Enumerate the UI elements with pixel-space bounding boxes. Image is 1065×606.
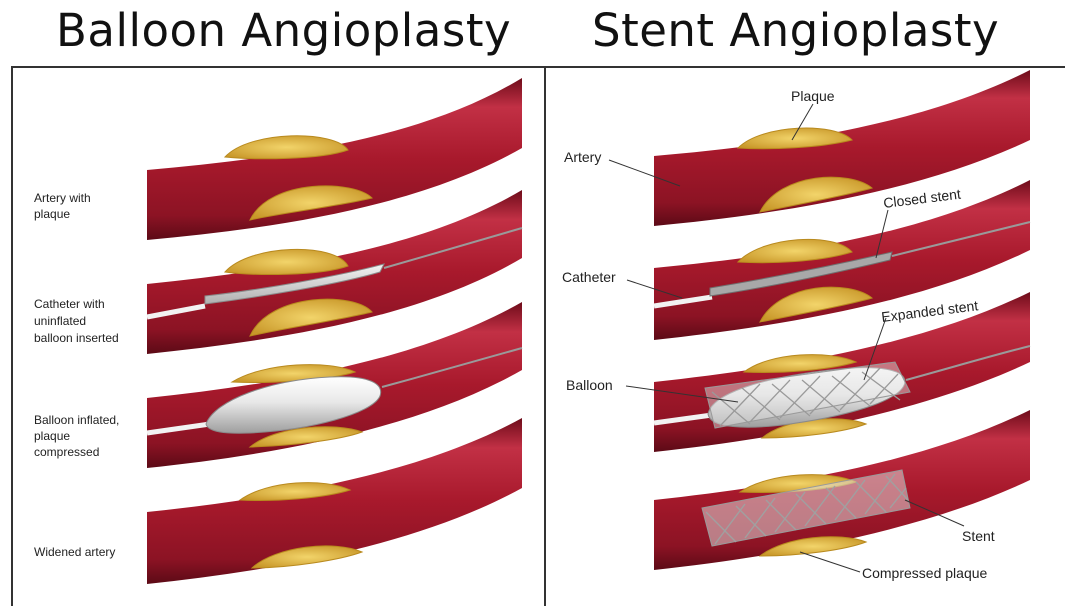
step-catheter-inserted-label: Catheter with uninflated balloon inserte… (34, 297, 119, 345)
compressed-plaque-label: Compressed plaque (862, 565, 988, 581)
artery-label: Artery (564, 149, 601, 165)
step-line: Widened artery (34, 545, 115, 559)
balloon-label: Balloon (566, 377, 613, 393)
step-line: balloon inserted (34, 331, 119, 345)
catheter-label: Catheter (562, 269, 616, 285)
artery-with-plaque-left (147, 78, 522, 240)
step-balloon-inflated-label: Balloon inflated, plaque compressed (34, 413, 123, 459)
step-widened-artery-label: Widened artery (34, 545, 115, 559)
step-line: Artery with (34, 191, 91, 205)
step-line: Catheter with (34, 297, 105, 311)
artery-with-plaque-right (654, 70, 1030, 226)
step-line: plaque (34, 207, 70, 221)
closed-stent-label: Closed stent (882, 186, 961, 211)
step-line: uninflated (34, 314, 86, 328)
step-line: compressed (34, 445, 99, 459)
stent-label: Stent (962, 528, 995, 544)
plaque-label: Plaque (791, 88, 835, 104)
step-artery-with-plaque-label: Artery with plaque (34, 191, 94, 221)
step-line: plaque (34, 429, 70, 443)
step-line: Balloon inflated, (34, 413, 119, 427)
